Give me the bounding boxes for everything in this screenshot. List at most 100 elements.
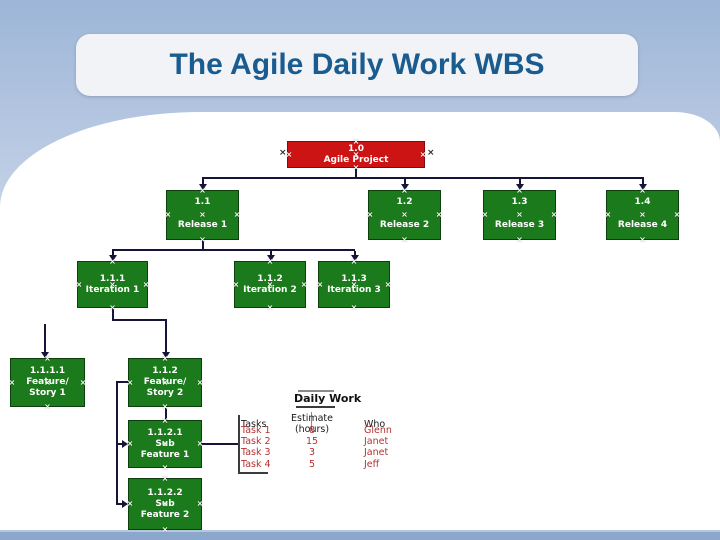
connector-line (112, 251, 114, 258)
connector-line (112, 308, 114, 321)
content-panel (0, 112, 720, 531)
daily-work-caption: Daily Work (294, 392, 362, 405)
node-text-line: Release 4 (617, 220, 668, 230)
daily-work-underline (296, 406, 335, 408)
connector-line (238, 415, 240, 473)
slide-title: The Agile Daily Work WBS (169, 48, 545, 81)
daily-work-label: Daily Work (294, 390, 370, 408)
connector-arrowhead (122, 440, 128, 448)
task-cell: Task 2 (241, 435, 271, 447)
node-text-line: 1.3 (511, 197, 528, 207)
estimate-cell: 15 (305, 435, 319, 447)
node-text-line: Story 1 (29, 388, 66, 398)
estimate-cell: 3 (308, 447, 316, 459)
node-text-line: Release 2 (379, 220, 430, 230)
connector-line (44, 324, 46, 354)
connector-arrowhead (516, 184, 524, 190)
connector-line (116, 443, 124, 445)
node-text-line: 1.4 (634, 197, 651, 207)
connector-line (112, 319, 167, 321)
task-cell: Task 1 (241, 424, 271, 436)
node-text-line: 1.1.1 (99, 273, 126, 284)
connector-arrowhead (639, 184, 647, 190)
connector-line (311, 412, 312, 427)
node-text-line: Agile Project (323, 154, 389, 165)
estimate-cell: 5 (308, 458, 316, 470)
connector-line (270, 251, 272, 258)
node-text-line: 1.0 (348, 143, 364, 154)
connector-line (202, 177, 644, 179)
node-text-line: 1.1.3 (341, 273, 367, 284)
node-text-line: Iteration 2 (243, 284, 297, 295)
task-cell: Task 4 (241, 458, 271, 470)
daily-work-row: Task 1 8 Glenn (241, 424, 407, 436)
daily-work-row: Task 3 3 Janet (241, 447, 407, 458)
daily-work-header-row: Tasks Estimate (hours) Who (241, 413, 407, 435)
node-text-line: 1.1.2 (152, 366, 178, 376)
connector-line (116, 503, 124, 505)
node-text-line: 1.1.1.1 (29, 366, 66, 376)
connector-arrowhead (199, 184, 207, 190)
node-text-line: Feature 2 (140, 509, 190, 520)
connection-point-mark: × (427, 148, 435, 158)
estimate-cell: 8 (308, 424, 316, 436)
connector-arrowhead (401, 184, 409, 190)
daily-work-row: Task 2 15 Janet (241, 436, 407, 447)
node-text-line: 1.1.2.1 (147, 427, 183, 438)
connector-line (202, 179, 204, 187)
who-cell: Jeff (364, 458, 380, 470)
node-text-line: Iteration 1 (85, 284, 140, 295)
daily-work-overline (298, 390, 334, 392)
daily-work-table: Tasks Estimate (hours) Who Task 1 8 Glen… (241, 413, 407, 470)
node-text-line: Release 1 (177, 220, 228, 230)
title-plate: The Agile Daily Work WBS (76, 34, 638, 96)
daily-work-row: Task 4 5 Jeff (241, 459, 407, 470)
column-header-estimate: Estimate (hours) (291, 413, 333, 435)
node-text-line: 1.2 (396, 197, 413, 207)
connector-line (202, 443, 238, 445)
who-cell: Glenn (364, 424, 392, 436)
column-header-tasks: Tasks (241, 418, 267, 430)
connector-line (642, 179, 644, 187)
who-cell: Janet (364, 447, 389, 459)
connector-line (355, 168, 357, 178)
connector-line (202, 240, 204, 250)
connector-line (165, 319, 167, 353)
connection-point-mark: × (279, 148, 287, 158)
node-text-line: 1.1.2.2 (147, 487, 183, 498)
connector-line (519, 179, 521, 187)
node-text-line: Sub (155, 498, 175, 509)
connector-line (112, 249, 355, 251)
node-text-line: Sub (155, 438, 175, 449)
connector-arrowhead (109, 255, 117, 261)
connector-line (238, 472, 268, 474)
connector-line (165, 408, 167, 420)
connector-line (354, 251, 356, 258)
node-text-line: Story 2 (146, 388, 184, 398)
